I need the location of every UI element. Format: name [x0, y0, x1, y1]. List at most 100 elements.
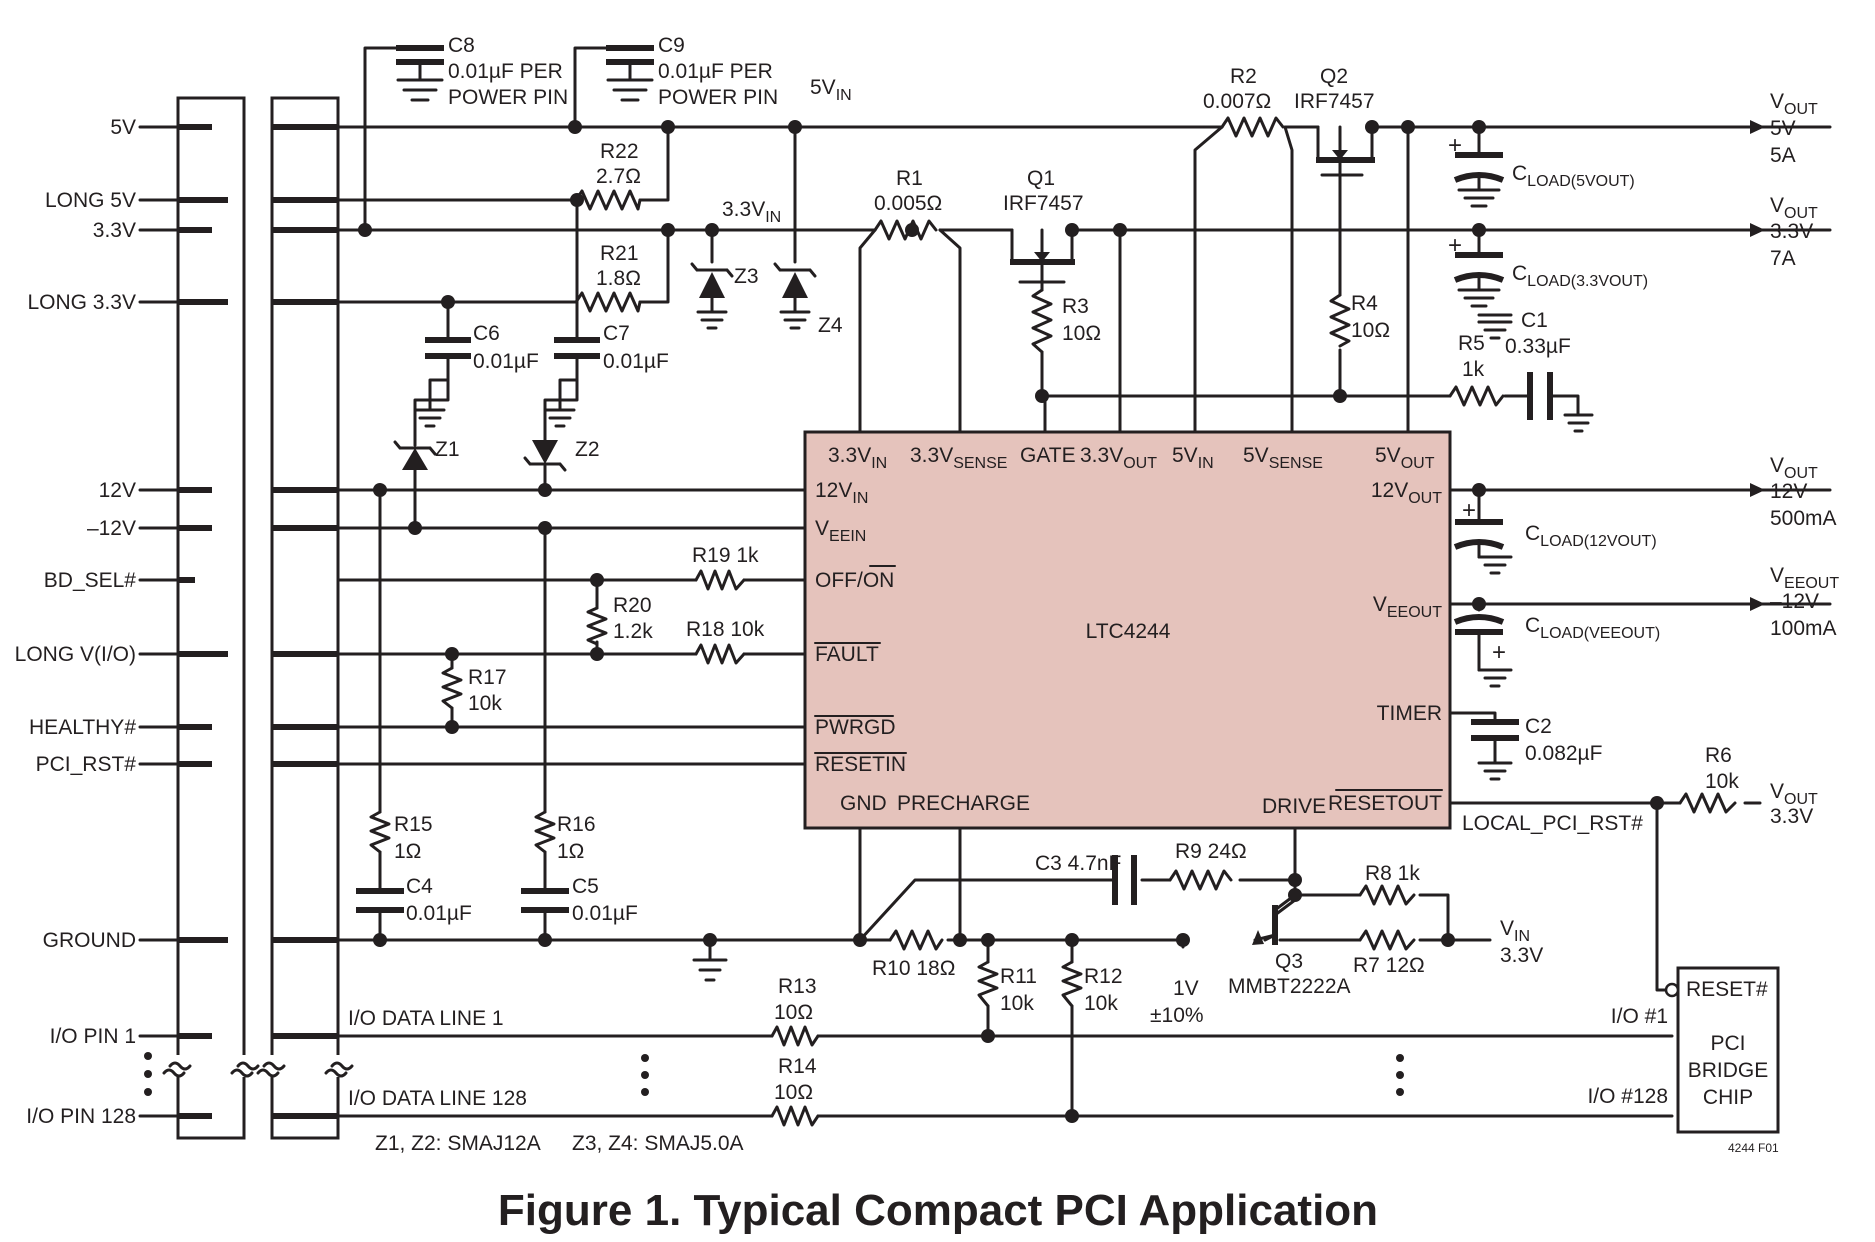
q2-value: IRF7457 [1294, 90, 1375, 113]
r12-value: 10k [1084, 992, 1118, 1015]
r22-ref: R22 [600, 140, 639, 163]
svg-text:GATE: GATE [1020, 444, 1076, 467]
pin-label-io-pin-1: I/O PIN 1 [50, 1025, 136, 1048]
r2-value: 0.007Ω [1203, 90, 1271, 113]
figure-caption: Figure 1. Typical Compact PCI Applicatio… [498, 1186, 1378, 1235]
pin-label-long-3v3: LONG 3.3V [27, 291, 136, 314]
r7-ref: R7 12Ω [1353, 954, 1425, 977]
local-pci-rst: LOCAL_PCI_RST# [1462, 812, 1643, 835]
svg-text:+: + [1492, 639, 1506, 666]
c3-ref: C3 4.7nF [1035, 852, 1121, 875]
z1-ref: Z1 [435, 438, 460, 461]
r17-value: 10k [468, 692, 502, 715]
svg-text:GND: GND [840, 792, 887, 815]
backplane-connector [162, 96, 354, 1140]
c1-value: 0.33µF [1505, 335, 1571, 358]
c8-note: POWER PIN [448, 86, 568, 109]
pin-label-3v3: 3.3V [93, 219, 136, 242]
svg-text:12VIN: 12VIN [815, 479, 868, 507]
svg-text:RESETIN: RESETIN [815, 753, 906, 776]
zener-note-1: Z1, Z2: SMAJ12A [375, 1132, 541, 1155]
svg-text:OFF/ON: OFF/ON [815, 569, 894, 592]
r5-ref: R5 [1458, 332, 1485, 355]
c9-note: POWER PIN [658, 86, 778, 109]
svg-text:5VOUT: 5VOUT [1375, 444, 1435, 472]
c4-ref: C4 [406, 875, 433, 898]
r19-ref: R19 1k [692, 544, 759, 567]
vin-q3: VIN [1500, 917, 1530, 945]
pin-label-bd-sel: BD_SEL# [44, 569, 137, 592]
ic-left-pins: 12VIN VEEIN OFF/ON FAULT PWRGD RESETIN [814, 479, 907, 776]
svg-text:3.3VIN: 3.3VIN [828, 444, 887, 472]
svg-text:TIMER: TIMER [1377, 702, 1442, 725]
pci-bridge-chip: RESET# PCI BRIDGE CHIP I/O #1 I/O #128 [1587, 966, 1780, 1134]
svg-text:CLOAD(VEEOUT): CLOAD(VEEOUT) [1525, 614, 1660, 642]
r2-ref: R2 [1230, 65, 1257, 88]
pin-label-ground: GROUND [43, 929, 136, 952]
svg-text:3.3V: 3.3V [1770, 805, 1813, 828]
q1-ref: Q1 [1027, 167, 1055, 190]
svg-text:3.3VOUT: 3.3VOUT [1080, 444, 1157, 472]
svg-text:BRIDGE: BRIDGE [1688, 1059, 1769, 1082]
svg-text:VEEIN: VEEIN [815, 517, 866, 545]
c9-ref: C9 [658, 34, 685, 57]
c8-ref: C8 [448, 34, 475, 57]
svg-text:CLOAD(12VOUT): CLOAD(12VOUT) [1525, 522, 1657, 550]
vin-q3-value: 3.3V [1500, 944, 1543, 967]
zener-note-2: Z3, Z4: SMAJ5.0A [572, 1132, 744, 1155]
continuation-dots [641, 1054, 1404, 1096]
pin-label-long-vio: LONG V(I/O) [15, 643, 136, 666]
r20-ref: R20 [613, 594, 652, 617]
svg-text:RESETOUT: RESETOUT [1328, 792, 1442, 815]
r12-ref: R12 [1084, 965, 1123, 988]
r1-ref: R1 [896, 167, 923, 190]
svg-text:VEEOUT: VEEOUT [1770, 564, 1839, 592]
svg-text:CHIP: CHIP [1703, 1086, 1753, 1109]
figure-code: 4244 F01 [1728, 1141, 1779, 1155]
c6-value: 0.01µF [473, 350, 539, 373]
c4-value: 0.01µF [406, 902, 472, 925]
r21-value: 1.8Ω [596, 267, 641, 290]
c5-ref: C5 [572, 875, 599, 898]
z4-ref: Z4 [818, 314, 843, 337]
io-data-line-128: I/O DATA LINE 128 [348, 1087, 527, 1110]
bridge-io128: I/O #128 [1587, 1085, 1668, 1108]
r13-ref: R13 [778, 975, 817, 998]
q3-ref: Q3 [1275, 950, 1303, 973]
r8-ref: R8 1k [1365, 862, 1420, 885]
q1-value: IRF7457 [1003, 192, 1084, 215]
chip-name: LTC4244 [1086, 620, 1171, 643]
load-cap-labels: CLOAD(5VOUT) CLOAD(3.3VOUT) CLOAD(12VOUT… [1512, 162, 1660, 642]
ref-tolerance: ±10% [1150, 1004, 1204, 1027]
c8-value: 0.01µF PER [448, 60, 563, 83]
c7-ref: C7 [603, 322, 630, 345]
cap-plus-signs: + + + + [1448, 132, 1506, 666]
output-arrowheads [1750, 120, 1765, 611]
output-labels: VOUT 5V 5A VOUT 3.3V 7A VOUT 12V 500mA V… [1770, 90, 1839, 828]
ic-right-pins: 12VOUT VEEOUT TIMER RESETOUT [1328, 479, 1443, 815]
svg-text:+: + [1448, 132, 1462, 159]
q3-transistor [1252, 893, 1297, 945]
resistors [369, 116, 1737, 1127]
svg-text:–12V: –12V [1770, 590, 1819, 613]
svg-text:100mA: 100mA [1770, 617, 1837, 640]
bridge-io1: I/O #1 [1611, 1005, 1668, 1028]
pin-label-pci-rst: PCI_RST# [36, 753, 137, 776]
io-data-line-1: I/O DATA LINE 1 [348, 1007, 504, 1030]
svg-text:12V: 12V [1770, 480, 1807, 503]
r18-ref: R18 10k [686, 618, 765, 641]
pin-label-12v: 12V [99, 479, 136, 502]
svg-text:CLOAD(5VOUT): CLOAD(5VOUT) [1512, 162, 1635, 190]
r10-ref: R10 18Ω [872, 957, 955, 980]
zener-diodes [393, 262, 817, 472]
svg-text:5VIN: 5VIN [1172, 444, 1214, 472]
r14-value: 10Ω [774, 1081, 813, 1104]
r4-ref: R4 [1351, 292, 1378, 315]
q2-ref: Q2 [1320, 65, 1348, 88]
pin-label-5v: 5V [110, 116, 136, 139]
bridge-reset-pin: RESET# [1686, 978, 1768, 1001]
svg-text:5V: 5V [1770, 117, 1796, 140]
svg-text:3.3V: 3.3V [1770, 220, 1813, 243]
svg-text:VEEOUT: VEEOUT [1373, 593, 1442, 621]
